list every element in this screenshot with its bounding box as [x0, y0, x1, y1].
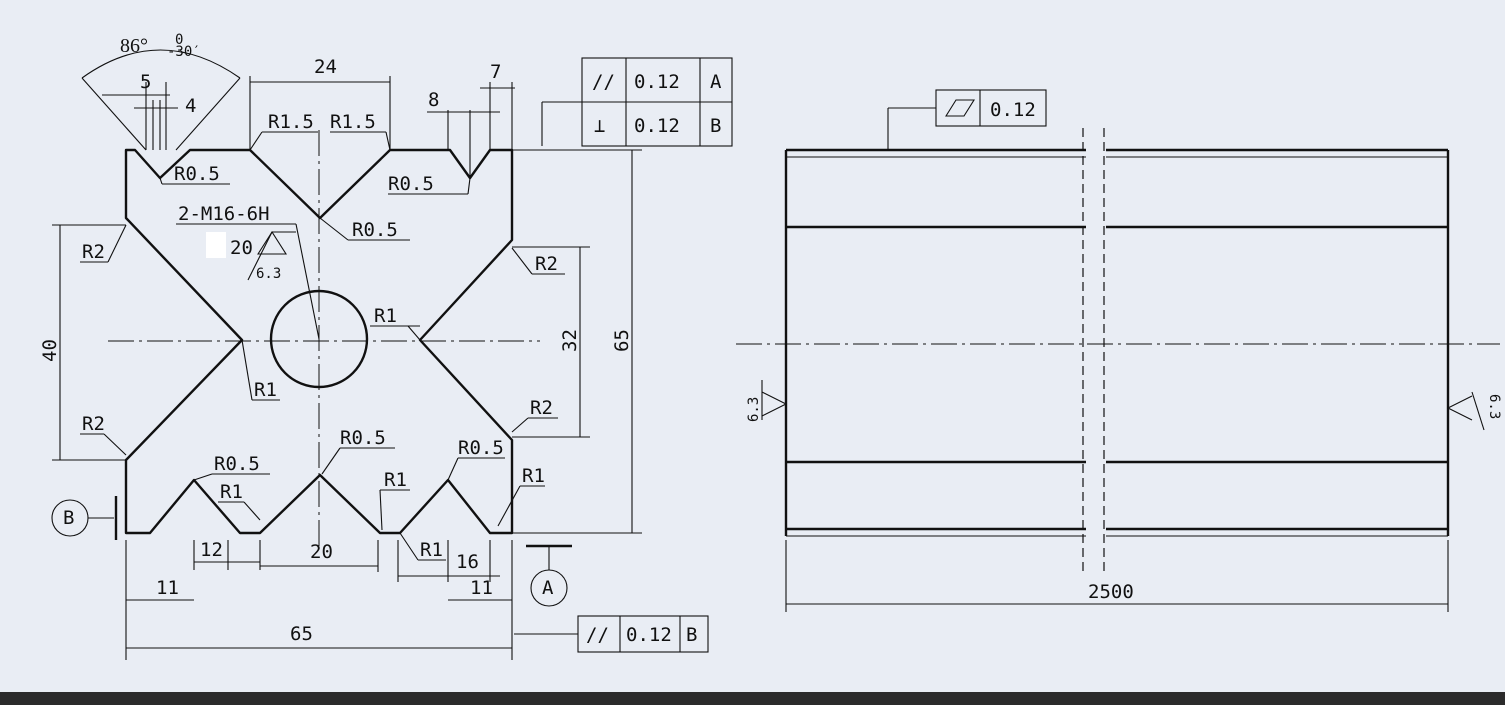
tol-bottom-value: 0.12	[626, 624, 672, 646]
r2-labels: R2 R2 R2 R2	[80, 224, 565, 456]
r1-bot-left: R1	[220, 481, 243, 503]
r05-center: R0.5	[352, 219, 398, 241]
tol-bottom-datum: B	[686, 624, 697, 646]
r2-bot-left: R2	[82, 413, 105, 435]
datum-b-label: B	[63, 507, 74, 529]
r05-bot-left: R0.5	[214, 453, 260, 475]
r1-center-labels: R1 R1	[241, 305, 421, 401]
dim-40: 40	[39, 339, 61, 362]
dim-8: 8	[428, 89, 439, 111]
datum-b: B	[51, 496, 118, 540]
datum-a: A	[526, 544, 572, 607]
dim-20: 20	[310, 541, 333, 563]
tolerance-frame-bottom: // 0.12 B	[514, 615, 709, 653]
dim-12: 12	[200, 539, 223, 561]
dim-24-group: 24	[249, 56, 391, 150]
vertical-dims: 40 32 65	[39, 149, 642, 534]
dim-65-horizontal: 65	[290, 623, 313, 645]
roughness-right: 6.3	[1446, 391, 1502, 431]
tol-top-value-2: 0.12	[634, 115, 680, 137]
r1-bot-right: R1	[522, 465, 545, 487]
angle-tol-upper: 0	[175, 32, 183, 48]
r2-top-right: R2	[535, 253, 558, 275]
dim-4: 4	[185, 95, 196, 117]
bottom-bar	[0, 692, 1505, 705]
r15-right: R1.5	[330, 111, 376, 133]
flatness-value: 0.12	[990, 99, 1036, 121]
dim-11-left: 11	[156, 577, 179, 599]
r1-right: R1	[374, 305, 397, 327]
dim-32: 32	[559, 329, 581, 352]
r05-bot-right: R0.5	[458, 437, 504, 459]
bottom-dims: 12 20 16 11 11 65	[125, 539, 513, 660]
tol-top-value-1: 0.12	[634, 71, 680, 93]
angle-tol-lower: -30′	[167, 44, 201, 60]
roughness-left-value: 6.3	[746, 397, 762, 422]
angle-dimension: 86° 0 -30′	[81, 32, 241, 151]
angle-value: 86°	[120, 35, 148, 57]
thread-callout: 2-M16-6H 20 6.3	[176, 203, 320, 340]
datum-a-label: A	[542, 577, 554, 599]
r1-bot-mid: R1	[384, 469, 407, 491]
r1-left: R1	[254, 379, 277, 401]
dim-16: 16	[456, 551, 479, 573]
dim-11-right: 11	[470, 577, 493, 599]
redaction-patch	[206, 232, 226, 258]
dim-65-vertical: 65	[611, 329, 633, 352]
roughness-left: 6.3	[746, 380, 788, 422]
dim-2500: 2500	[1088, 581, 1134, 603]
side-view	[736, 120, 1500, 580]
parallelism-symbol-bottom: //	[586, 624, 609, 646]
r05-top-left: R0.5	[174, 163, 220, 185]
roughness-right-value: 6.3	[1486, 394, 1502, 419]
r15-left: R1.5	[268, 111, 314, 133]
thread-roughness: 6.3	[256, 266, 281, 282]
thread-label: 2-M16-6H	[178, 203, 270, 225]
parallelism-symbol: //	[592, 71, 615, 93]
r05-top-right: R0.5	[388, 173, 434, 195]
dim-5: 5	[140, 71, 151, 93]
tol-top-datum-2: B	[710, 115, 721, 137]
dim-7: 7	[490, 61, 501, 83]
length-dimension: 2500	[785, 540, 1449, 612]
r05-bot-mid: R0.5	[340, 427, 386, 449]
tol-top-datum-1: A	[710, 71, 722, 93]
dim-24: 24	[314, 56, 337, 78]
r15-labels: R1.5 R1.5	[249, 111, 391, 151]
r2-bot-right: R2	[530, 397, 553, 419]
r05-top-labels: R0.5 R0.5 R0.5	[159, 163, 471, 241]
thread-depth: 20	[230, 237, 253, 259]
break-gap	[1086, 120, 1106, 580]
top-groove-dims: 5 4	[102, 71, 196, 150]
r1-bot-low: R1	[420, 539, 443, 561]
tolerance-frame-top: // 0.12 A ⊥ 0.12 B	[541, 57, 733, 147]
r2-top-left: R2	[82, 241, 105, 263]
bottom-radius-labels: R0.5 R1 R0.5 R1 R0.5 R1 R1	[193, 427, 545, 561]
perpendicularity-symbol: ⊥	[594, 115, 605, 137]
top-right-dims: 8 7	[427, 61, 515, 178]
flatness-frame: 0.12	[887, 89, 1047, 150]
